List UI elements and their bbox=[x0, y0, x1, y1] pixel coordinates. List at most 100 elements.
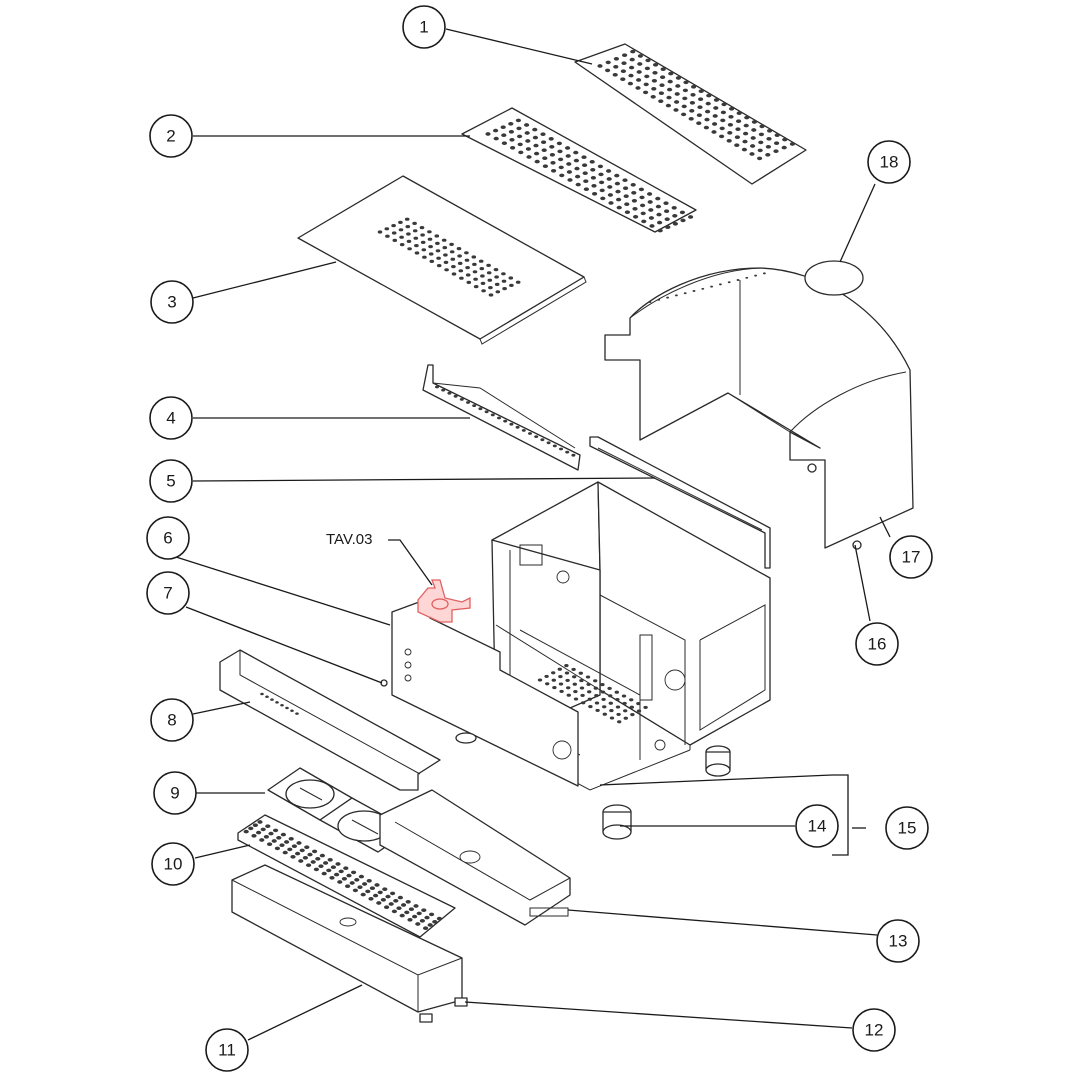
part-4-bracket bbox=[422, 364, 581, 471]
perforation-hole bbox=[422, 255, 427, 259]
perforation-hole bbox=[734, 143, 740, 148]
perforation-hole bbox=[391, 231, 397, 235]
perforation-hole bbox=[279, 843, 285, 848]
perforation-hole bbox=[614, 690, 619, 694]
perforation-hole bbox=[647, 200, 653, 204]
perforation-hole bbox=[416, 911, 422, 916]
perforation-hole bbox=[683, 80, 689, 85]
perforation-hole bbox=[354, 877, 360, 882]
perforation-hole bbox=[420, 240, 426, 245]
perforation-hole bbox=[545, 682, 550, 686]
perforation-hole bbox=[280, 832, 286, 837]
perforation-hole bbox=[743, 131, 749, 136]
perforation-hole bbox=[614, 173, 620, 178]
perforation-hole bbox=[449, 250, 455, 254]
perforation-hole bbox=[630, 713, 635, 717]
perforation-hole bbox=[329, 875, 335, 880]
perforation-hole bbox=[572, 682, 577, 686]
perforation-hole bbox=[365, 889, 371, 894]
perforation-hole bbox=[594, 701, 600, 705]
perforation-hole bbox=[366, 878, 372, 883]
perforation-hole bbox=[335, 862, 341, 866]
perforation-hole bbox=[251, 833, 257, 838]
perforation-hole bbox=[313, 867, 319, 872]
perforation-hole bbox=[274, 846, 280, 851]
perforation-hole bbox=[406, 232, 411, 236]
perforation-hole bbox=[396, 906, 402, 911]
perforation-hole bbox=[432, 919, 438, 924]
perforation-hole bbox=[751, 120, 758, 124]
perforation-hole bbox=[298, 859, 304, 863]
perforation-hole bbox=[628, 73, 634, 78]
perforation-hole bbox=[503, 419, 508, 423]
perforation-hole bbox=[650, 94, 656, 99]
perforation-hole bbox=[608, 701, 613, 705]
perforation-hole bbox=[502, 286, 507, 291]
perforation-hole bbox=[326, 868, 332, 873]
perforation-hole bbox=[629, 65, 635, 70]
callout-17: 17 bbox=[889, 535, 933, 579]
perforation-hole bbox=[652, 70, 658, 75]
perforation-hole bbox=[471, 255, 477, 259]
perforation-hole bbox=[508, 121, 514, 126]
perforation-hole bbox=[323, 861, 329, 865]
perforation-hole bbox=[601, 697, 606, 701]
svg-text:4: 4 bbox=[166, 409, 175, 428]
perforation-hole bbox=[648, 301, 652, 303]
perforation-hole bbox=[380, 897, 386, 902]
perforation-hole bbox=[632, 206, 638, 211]
perforation-hole bbox=[415, 922, 421, 926]
perforation-hole bbox=[710, 285, 713, 288]
perforation-hole bbox=[719, 126, 725, 131]
perforation-hole bbox=[586, 682, 591, 686]
perforation-hole bbox=[399, 913, 405, 918]
perforation-hole bbox=[299, 848, 305, 853]
perforation-hole bbox=[248, 826, 254, 831]
perforation-hole bbox=[429, 259, 435, 264]
perforation-hole bbox=[509, 145, 516, 150]
perforation-hole bbox=[675, 84, 681, 88]
perforation-hole bbox=[580, 693, 585, 697]
perforation-hole bbox=[782, 137, 788, 142]
perforation-hole bbox=[290, 709, 294, 713]
leader-lines bbox=[175, 28, 891, 1041]
perforation-hole bbox=[609, 709, 614, 713]
svg-text:11: 11 bbox=[218, 1041, 236, 1060]
perforation-hole bbox=[581, 155, 587, 160]
perforation-hole bbox=[587, 690, 592, 694]
callout-4: 4 bbox=[149, 396, 193, 440]
perforation-hole bbox=[465, 273, 471, 277]
perforation-hole bbox=[766, 136, 772, 141]
perforation-hole bbox=[679, 210, 686, 215]
perforation-hole bbox=[296, 841, 302, 845]
perforation-hole bbox=[557, 667, 562, 671]
perforation-hole bbox=[544, 674, 549, 678]
perforation-hole bbox=[734, 135, 741, 140]
svg-text:1: 1 bbox=[419, 18, 428, 37]
main-chassis bbox=[491, 481, 771, 791]
perforation-hole bbox=[260, 692, 264, 696]
perforation-hole bbox=[704, 117, 710, 122]
perforation-hole bbox=[423, 926, 429, 931]
perforation-hole bbox=[406, 239, 412, 244]
perforation-hole bbox=[427, 237, 433, 241]
perforation-hole bbox=[696, 121, 702, 126]
perforation-hole bbox=[578, 671, 583, 675]
perforation-hole bbox=[629, 698, 634, 702]
callout-14: 14 bbox=[795, 804, 839, 848]
perforation-hole bbox=[613, 64, 619, 69]
perforation-hole bbox=[465, 265, 470, 270]
perforation-hole bbox=[453, 394, 458, 398]
perforation-hole bbox=[763, 272, 766, 275]
perforation-hole bbox=[781, 145, 787, 150]
perforation-hole bbox=[615, 189, 621, 194]
perforation-hole bbox=[480, 274, 485, 278]
perforation-hole bbox=[558, 675, 563, 679]
perforation-hole bbox=[540, 132, 546, 137]
perforation-hole bbox=[267, 842, 273, 847]
perforation-hole bbox=[606, 169, 612, 173]
perforation-hole bbox=[727, 130, 733, 135]
perforation-hole bbox=[759, 124, 765, 129]
perforation-hole bbox=[643, 90, 649, 95]
perforation-hole bbox=[666, 296, 669, 299]
